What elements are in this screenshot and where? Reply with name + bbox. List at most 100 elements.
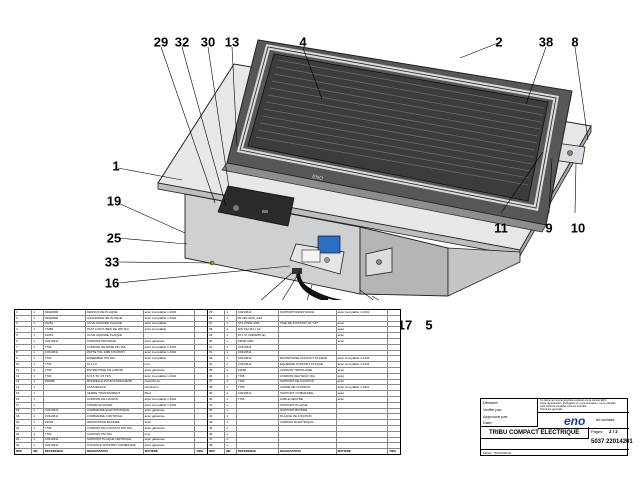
table-cell — [388, 316, 400, 321]
table-cell — [337, 315, 389, 321]
cable-gland — [292, 268, 302, 274]
table-cell: 01050 — [237, 367, 280, 373]
table-cell: acier inoxydable 1.4301 — [337, 362, 389, 367]
table-cell: 1 — [225, 315, 237, 321]
table-cell — [237, 443, 280, 449]
table-cell — [388, 438, 400, 443]
table-cell: EQUERRE SUPPORT PLAQUE — [279, 362, 337, 367]
table-cell: 1 — [32, 385, 44, 391]
table-cell: 1 — [225, 373, 237, 379]
table-cell: REP — [15, 449, 33, 454]
table-cell: CABLE NEUTRE — [279, 396, 337, 402]
assembly-drawing: ENO — [117, 39, 592, 300]
table-cell: 1 — [225, 321, 237, 327]
table-cell: DESIGNATION — [279, 449, 337, 454]
table-cell: 03020806 — [44, 310, 87, 315]
table-cell: 45 — [208, 425, 226, 431]
drawing-title: TRIBU COMPACT ELECTRIQUE — [489, 430, 580, 436]
table-cell — [279, 338, 337, 344]
table-cell — [337, 344, 389, 350]
table-cell: 1 — [32, 425, 44, 431]
table-cell: 11 — [15, 367, 33, 373]
table-cell — [388, 391, 400, 396]
table-cell: CORDON PM 16A — [86, 431, 144, 437]
table-cell: 34 — [208, 362, 226, 367]
callout-13: 13 — [224, 34, 240, 50]
table-cell — [237, 437, 280, 443]
table-cell: C0310611 — [44, 350, 87, 356]
table-cell — [388, 385, 400, 390]
table-cell: acier inoxydable 1.4301 — [144, 350, 196, 356]
table-cell: C0310611 — [44, 408, 87, 414]
field-label: Verifie par: — [483, 407, 503, 412]
table-cell: 44 — [208, 420, 226, 425]
table-cell: acier inoxydable 1.4301 — [144, 315, 196, 321]
table-cell: PLAQUE DE FIXATION — [279, 414, 337, 420]
title-block-notes: Ce document est la propriete exclusive d… — [538, 399, 629, 413]
table-cell: 1 — [32, 391, 44, 396]
table-cell — [388, 380, 400, 385]
company-logo: eno — [564, 414, 586, 428]
table-cell: 46 — [208, 431, 226, 437]
table-cell: 1 — [225, 327, 237, 333]
table-cell: 22 — [15, 431, 33, 437]
table-cell: CORDON ELECTRIQUE — [279, 420, 337, 425]
table-cell — [388, 397, 400, 402]
table-cell: 1 — [225, 379, 237, 385]
table-cell: 1 — [225, 385, 237, 391]
terminal-block-blue — [317, 235, 341, 254]
table-cell: ENTRETOISE M4 (x4Phi8) — [86, 367, 144, 373]
table-cell: 1 — [225, 437, 237, 443]
callout-4: 4 — [299, 34, 307, 50]
table-cell: CADRE EN ACIER — [86, 402, 144, 408]
table-cell: 1 — [225, 431, 237, 437]
table-cell — [388, 374, 400, 379]
table-cell — [195, 374, 207, 379]
table-cell: 3 — [15, 321, 33, 327]
table-cell: 43 — [208, 414, 226, 420]
table-cell: 1 — [225, 356, 237, 362]
table-cell: 19 — [15, 414, 33, 420]
table-cell: RESISTANCE BLINDEE — [86, 420, 144, 425]
table-cell — [388, 443, 400, 448]
table-cell: 1 — [32, 310, 44, 315]
table-cell: 1 — [32, 431, 44, 437]
table-cell: 13 — [15, 379, 33, 385]
table-cell: 03020806 — [44, 315, 87, 321]
table-cell — [195, 397, 207, 402]
table-cell: 9 — [15, 356, 33, 362]
table-cell: 7706 — [237, 385, 280, 391]
table-cell — [195, 322, 207, 327]
table-cell: 23309 — [44, 420, 87, 425]
table-cell — [388, 432, 400, 437]
table-cell: 7706 — [237, 396, 280, 402]
table-cell: 17 — [15, 402, 33, 408]
table-cell: acier inoxydable — [144, 321, 196, 327]
table-cell: 20 — [15, 420, 33, 425]
table-cell: acier galvanise — [144, 437, 196, 443]
table-cell: 1 — [225, 367, 237, 373]
note-line: Tolerance generale: — [540, 408, 563, 411]
table-cell: 29 — [208, 333, 226, 338]
file-name: Fichier : 5037220142 — [483, 451, 512, 455]
table-cell: acier — [337, 333, 389, 338]
